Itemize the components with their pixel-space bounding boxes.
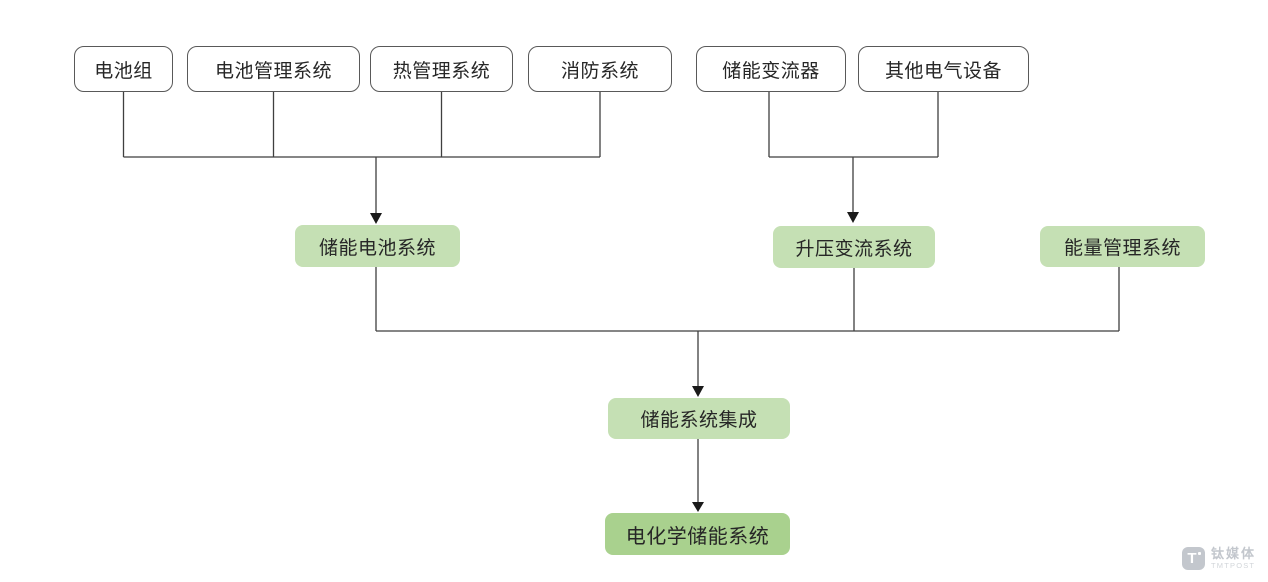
- node-other-electrical-equipment: 其他电气设备: [858, 46, 1029, 92]
- watermark-text: 钛媒体 TMTPOST: [1210, 546, 1256, 570]
- logo-dot: [1197, 552, 1201, 555]
- connector-path: [122, 92, 1120, 503]
- tmtpost-logo-icon: T: [1181, 547, 1205, 570]
- node-battery-pack: 电池组: [74, 46, 173, 92]
- node-electrochemical-storage-system: 电化学储能系统: [605, 513, 790, 555]
- node-boost-converter-system: 升压变流系统: [773, 226, 935, 268]
- node-storage-converter: 储能变流器: [696, 46, 846, 92]
- node-thermal-management-system: 热管理系统: [370, 46, 513, 92]
- brand-subtitle: TMTPOST: [1210, 560, 1256, 570]
- tmtpost-watermark: T 钛媒体 TMTPOST: [1181, 546, 1256, 570]
- node-storage-system-integration: 储能系统集成: [608, 398, 790, 439]
- logo-letter: T: [1187, 550, 1197, 567]
- node-energy-management-system: 能量管理系统: [1040, 226, 1205, 267]
- node-fire-protection-system: 消防系统: [528, 46, 672, 92]
- node-storage-battery-system: 储能电池系统: [295, 225, 460, 267]
- brand-name: 钛媒体: [1210, 546, 1256, 562]
- node-battery-management-system: 电池管理系统: [187, 46, 360, 92]
